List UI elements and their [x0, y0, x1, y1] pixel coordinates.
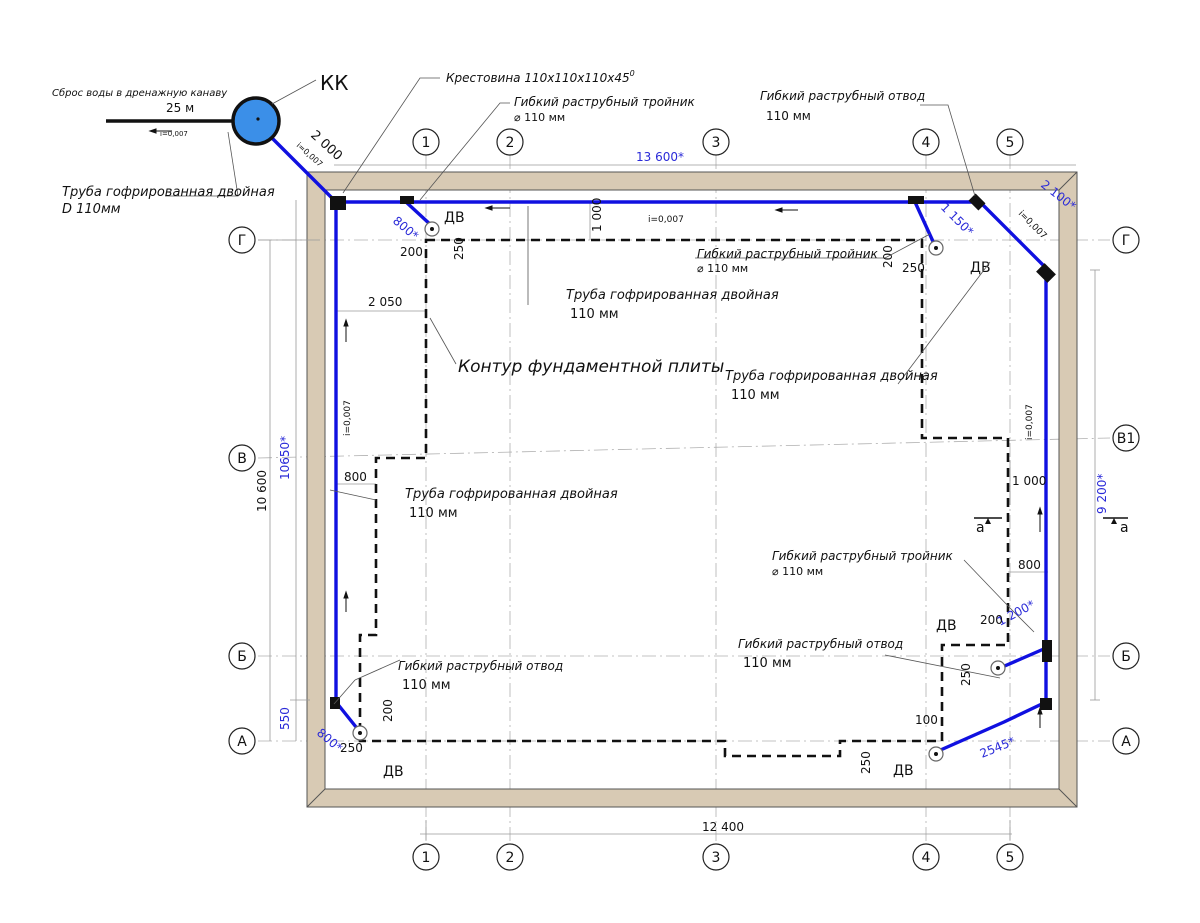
dim-200-d: 200	[980, 613, 1003, 627]
grid-lines	[257, 155, 1111, 845]
tee-right-size: ⌀ 110 мм	[772, 565, 823, 578]
foundation-wall	[306, 171, 1078, 808]
axis-label-bottom-4: 4	[922, 850, 931, 866]
drain-outlet-label: Сброс воды в дренажную канаву	[52, 87, 228, 99]
slope-left: i=0,007	[343, 400, 353, 436]
dim-left-small: 550	[278, 707, 292, 730]
pipe-left-size: 110 мм	[409, 506, 458, 521]
axis-label-right-v1: В1	[1117, 431, 1136, 447]
bend-bottom-left-size: 110 мм	[402, 678, 451, 693]
bend-bottom-right-name: Гибкий раструбный отвод	[738, 637, 903, 651]
dim-overall-top: 13 600*	[636, 150, 684, 164]
dv-label-right: ДВ	[936, 618, 957, 634]
well-center-dot	[256, 117, 260, 121]
pipe-right-size: 110 мм	[731, 388, 780, 403]
dim-right-outer: 9 200*	[1095, 474, 1109, 514]
pipe-top-size: 110 мм	[570, 307, 619, 322]
axis-label-left-b: Б	[237, 649, 247, 665]
tee-right-name: Гибкий раструбный тройник	[772, 549, 954, 563]
tee-top-left-size: ⌀ 110 мм	[514, 111, 565, 124]
drain-outlet-slope: i=0,007	[160, 130, 188, 138]
dim-250-d: 250	[959, 663, 973, 686]
axis-label-bottom-5: 5	[1006, 850, 1015, 866]
dim-v-top: 1 000	[590, 198, 604, 232]
dim-bottom-right-pipe: 2545*	[978, 734, 1017, 761]
inspection-well	[231, 96, 281, 146]
axis-label-left-v: В	[237, 451, 247, 467]
tee-top-right-name: Гибкий раструбный тройник	[697, 247, 879, 261]
axis-label-right-b: Б	[1121, 649, 1131, 665]
dim-250-b: 250	[902, 261, 925, 275]
dim-top-left-short: 800*	[390, 214, 421, 243]
axis-bubbles-left	[228, 226, 256, 755]
dv-label-bottom-left: ДВ	[383, 764, 404, 780]
dim-overall-bottom: 12 400	[702, 820, 744, 834]
dim-offset-top-left: 2 050	[368, 295, 402, 309]
dv-label-top-left: ДВ	[444, 210, 465, 226]
slope-top: i=0,007	[648, 215, 684, 225]
pipe-top-name: Труба гофрированная двойная	[566, 288, 779, 303]
dimension-lines	[258, 164, 1100, 840]
inlet-pipe-size: D 110мм	[62, 202, 121, 217]
foundation-contour	[358, 238, 1010, 758]
dim-v-right: 1 000	[1012, 474, 1046, 488]
axis-label-right-g: Г	[1122, 233, 1131, 249]
dim-left-inner: 10650*	[278, 436, 292, 480]
dv-label-top-right: ДВ	[970, 260, 991, 276]
tee-top-left-name: Гибкий раструбный тройник	[514, 95, 696, 109]
bend-top-right-size: 110 мм	[766, 109, 811, 123]
axis-label-top-4: 4	[922, 135, 931, 151]
dv-label-bottom-right: ДВ	[893, 763, 914, 779]
dim-250-c: 250	[340, 741, 363, 755]
axis-label-bottom-1: 1	[422, 850, 431, 866]
dim-offset-left: 800	[344, 470, 367, 484]
dim-offset-right: 800	[1018, 558, 1041, 572]
inlet-pipe-label: Труба гофрированная двойная	[62, 185, 275, 200]
cross-label-text: Крестовина 110х110х110х45	[446, 71, 630, 85]
well-label: КК	[320, 71, 348, 95]
leader-lines	[165, 77, 1035, 705]
bend-bottom-left-name: Гибкий раструбный отвод	[398, 659, 563, 673]
axis-label-left-a: А	[237, 734, 247, 750]
dim-200-b: 200	[881, 245, 895, 268]
pipe-left-name: Труба гофрированная двойная	[405, 487, 618, 502]
bend-bottom-right-size: 110 мм	[743, 656, 792, 671]
pipe-right-name: Труба гофрированная двойная	[725, 369, 938, 384]
section-mark-right: а	[1120, 520, 1129, 536]
axis-label-bottom-3: 3	[712, 850, 721, 866]
dim-250-e: 250	[859, 751, 873, 774]
axis-label-top-2: 2	[506, 135, 515, 151]
flow-arrows	[148, 128, 1043, 728]
drain-pipes	[266, 132, 1048, 754]
bend-top-right-name: Гибкий раструбный отвод	[760, 89, 925, 103]
axis-label-bottom-2: 2	[506, 850, 515, 866]
axis-bubbles-bottom	[412, 843, 1024, 871]
tee-top-right-size: ⌀ 110 мм	[697, 262, 748, 275]
axis-bubbles-top	[412, 128, 1024, 156]
axis-bubbles-right	[1112, 226, 1140, 755]
axis-label-top-3: 3	[712, 135, 721, 151]
contour-label: Контур фундаментной плиты	[458, 357, 724, 377]
section-mark-left: а	[976, 520, 985, 536]
drain-outlet-length: 25 м	[166, 101, 194, 115]
cross-label: Крестовина 110х110х110х450	[446, 69, 635, 85]
cross-label-degree: 0	[630, 69, 635, 78]
axis-label-top-5: 5	[1006, 135, 1015, 151]
dim-200-a: 200	[400, 245, 423, 259]
dim-left-outer: 10 600	[255, 470, 269, 512]
slope-corner: i=0,007	[1016, 209, 1048, 241]
dim-200-c: 200	[381, 699, 395, 722]
dim-100: 100	[915, 713, 938, 727]
slope-right: i=0,007	[1025, 404, 1035, 440]
axis-label-right-a: А	[1121, 734, 1131, 750]
axis-label-left-g: Г	[238, 233, 247, 249]
dim-top-right-short: 1 150*	[938, 200, 976, 238]
axis-label-top-1: 1	[422, 135, 431, 151]
dim-250-a: 250	[452, 237, 466, 260]
